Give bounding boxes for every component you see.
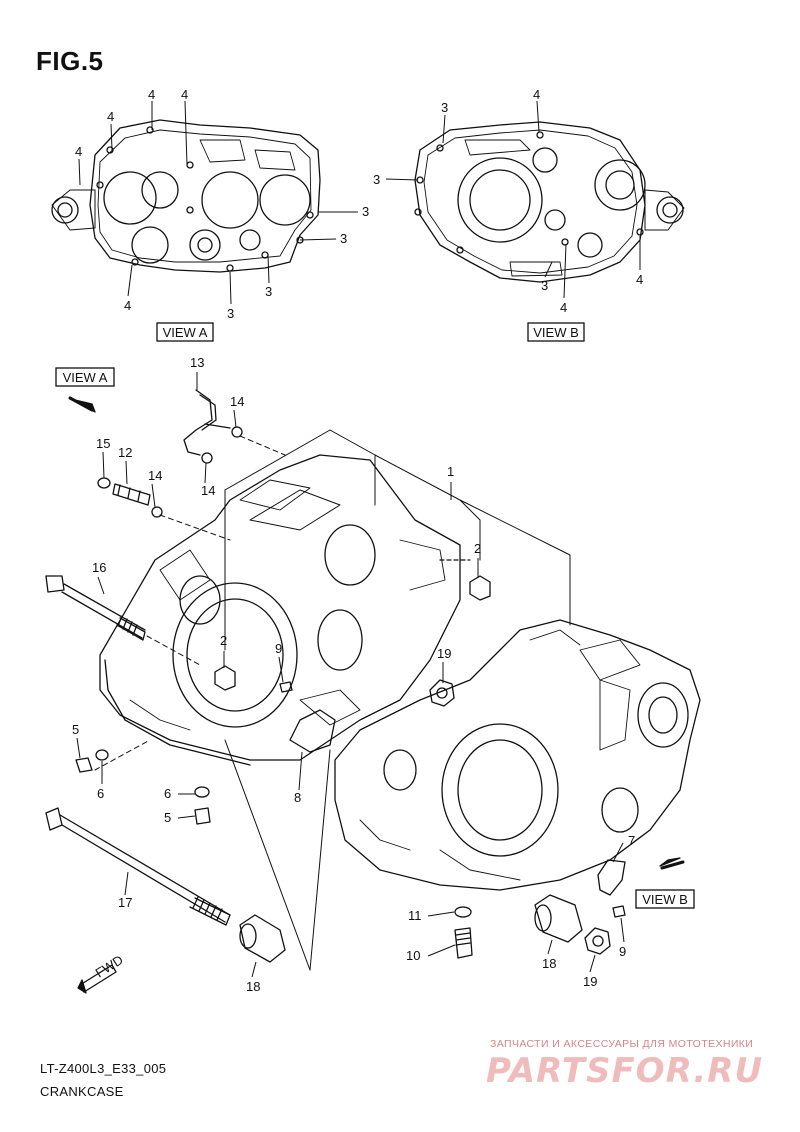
- callout-5: 5: [72, 722, 79, 737]
- callout-6: 6: [97, 786, 104, 801]
- callout-3: 3: [441, 100, 448, 115]
- callout-8: 8: [294, 790, 301, 805]
- callout-4: 4: [560, 300, 567, 315]
- callout-15: 15: [96, 436, 110, 451]
- callout-3: 3: [340, 231, 347, 246]
- view-a-arrow-label: VIEW A: [55, 367, 115, 387]
- callout-1: 1: [447, 464, 454, 479]
- view-b-crankcase-face: [414, 121, 685, 283]
- callout-18: 18: [246, 979, 260, 994]
- callout-17: 17: [118, 895, 132, 910]
- view-a-crankcase-face: [51, 119, 321, 273]
- callout-10: 10: [406, 948, 420, 963]
- figure-title: FIG.5: [36, 46, 104, 76]
- callout-7: 7: [628, 833, 635, 848]
- svg-text:VIEW B: VIEW B: [533, 325, 579, 340]
- view-b-callouts: 3 3 3 4 4 4: [373, 87, 643, 315]
- right-crankcase-half: [334, 619, 701, 891]
- figure-name: CRANKCASE: [40, 1084, 124, 1099]
- fwd-arrow: [77, 964, 117, 994]
- callout-3: 3: [227, 306, 234, 321]
- view-b-label: VIEW B: [527, 322, 585, 342]
- callout-14: 14: [201, 483, 215, 498]
- svg-text:VIEW B: VIEW B: [642, 892, 688, 907]
- callout-19: 19: [437, 646, 451, 661]
- part-callouts: 1 2 2 13 14 14 14 15 12 16 5 6 6 5 9 8 1…: [72, 355, 635, 994]
- callout-6: 6: [164, 786, 171, 801]
- callout-16: 16: [92, 560, 106, 575]
- callout-5: 5: [164, 810, 171, 825]
- callout-4: 4: [107, 109, 114, 124]
- watermark-logo: PARTSFOR.RU: [486, 1051, 764, 1091]
- callout-4: 4: [636, 272, 643, 287]
- callout-13: 13: [190, 355, 204, 370]
- callout-14: 14: [230, 394, 244, 409]
- callout-3: 3: [362, 204, 369, 219]
- figure-code: LT-Z400L3_E33_005: [40, 1061, 167, 1076]
- svg-text:VIEW A: VIEW A: [63, 370, 108, 385]
- view-b-arrow-label: VIEW B: [635, 889, 695, 909]
- callout-3: 3: [541, 278, 548, 293]
- crankcase-bolt-16: [45, 575, 146, 641]
- callout-11: 11: [408, 908, 422, 923]
- view-a-label: VIEW A: [156, 322, 214, 342]
- left-crankcase-half: [99, 454, 471, 766]
- watermark-tagline: ЗАПЧАСТИ И АКСЕССУАРЫ ДЛЯ МОТОТЕХНИКИ: [490, 1038, 754, 1050]
- callout-14: 14: [148, 468, 162, 483]
- callout-4: 4: [124, 298, 131, 313]
- callout-12: 12: [118, 445, 132, 460]
- callout-4: 4: [533, 87, 540, 102]
- callout-3: 3: [373, 172, 380, 187]
- crankcase-bolt-17: [45, 807, 231, 926]
- callout-18: 18: [542, 956, 556, 971]
- view-a-callouts: 4 4 4 4 4 3 3 3 3: [75, 87, 369, 321]
- callout-3: 3: [265, 284, 272, 299]
- oil-pipe-part: [183, 389, 231, 456]
- svg-text:VIEW A: VIEW A: [163, 325, 208, 340]
- callout-2: 2: [474, 541, 481, 556]
- callout-4: 4: [181, 87, 188, 102]
- callout-19: 19: [583, 974, 597, 989]
- callout-9: 9: [619, 944, 626, 959]
- callout-4: 4: [75, 144, 82, 159]
- callout-4: 4: [148, 87, 155, 102]
- callout-9: 9: [275, 641, 282, 656]
- callout-2: 2: [220, 633, 227, 648]
